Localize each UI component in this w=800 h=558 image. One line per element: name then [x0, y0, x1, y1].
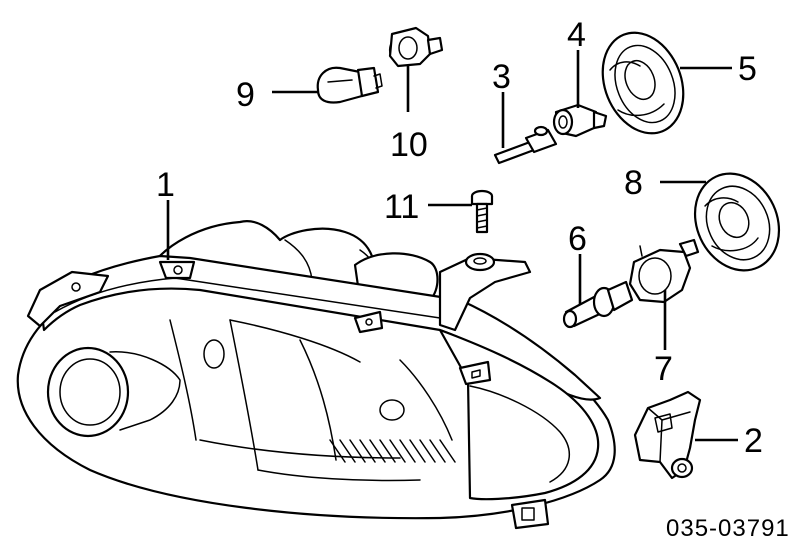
- diagram-part-number: 035-03791: [666, 515, 790, 542]
- callout-8: 8: [624, 164, 643, 202]
- callout-5: 5: [738, 50, 757, 88]
- bulb-retainer: [628, 238, 700, 304]
- bulb-socket-small: [388, 26, 444, 68]
- callout-9: 9: [236, 76, 255, 114]
- mounting-bolt: [470, 189, 494, 234]
- callout-10: 10: [390, 126, 428, 164]
- dust-cover-upper: [601, 31, 685, 135]
- leader-lines: [166, 50, 738, 442]
- headlamp-assembly: [16, 220, 616, 530]
- mounting-bracket: [633, 390, 702, 480]
- callout-labels: 1 2 3 4 5 6 7 8 9 10 11: [156, 16, 763, 460]
- dust-cover-lower: [693, 172, 781, 272]
- turn-signal-bulb: [316, 66, 383, 104]
- bulb-socket: [552, 103, 608, 138]
- reflector-hatching: [329, 439, 456, 463]
- callout-7: 7: [654, 350, 673, 388]
- halogen-bulb: [562, 280, 634, 329]
- callout-6: 6: [568, 220, 587, 258]
- wedge-bulb: [493, 125, 558, 165]
- callout-2: 2: [744, 422, 763, 460]
- callout-11: 11: [384, 188, 419, 226]
- callout-4: 4: [567, 16, 586, 54]
- callout-3: 3: [492, 58, 511, 96]
- callout-1: 1: [156, 166, 175, 204]
